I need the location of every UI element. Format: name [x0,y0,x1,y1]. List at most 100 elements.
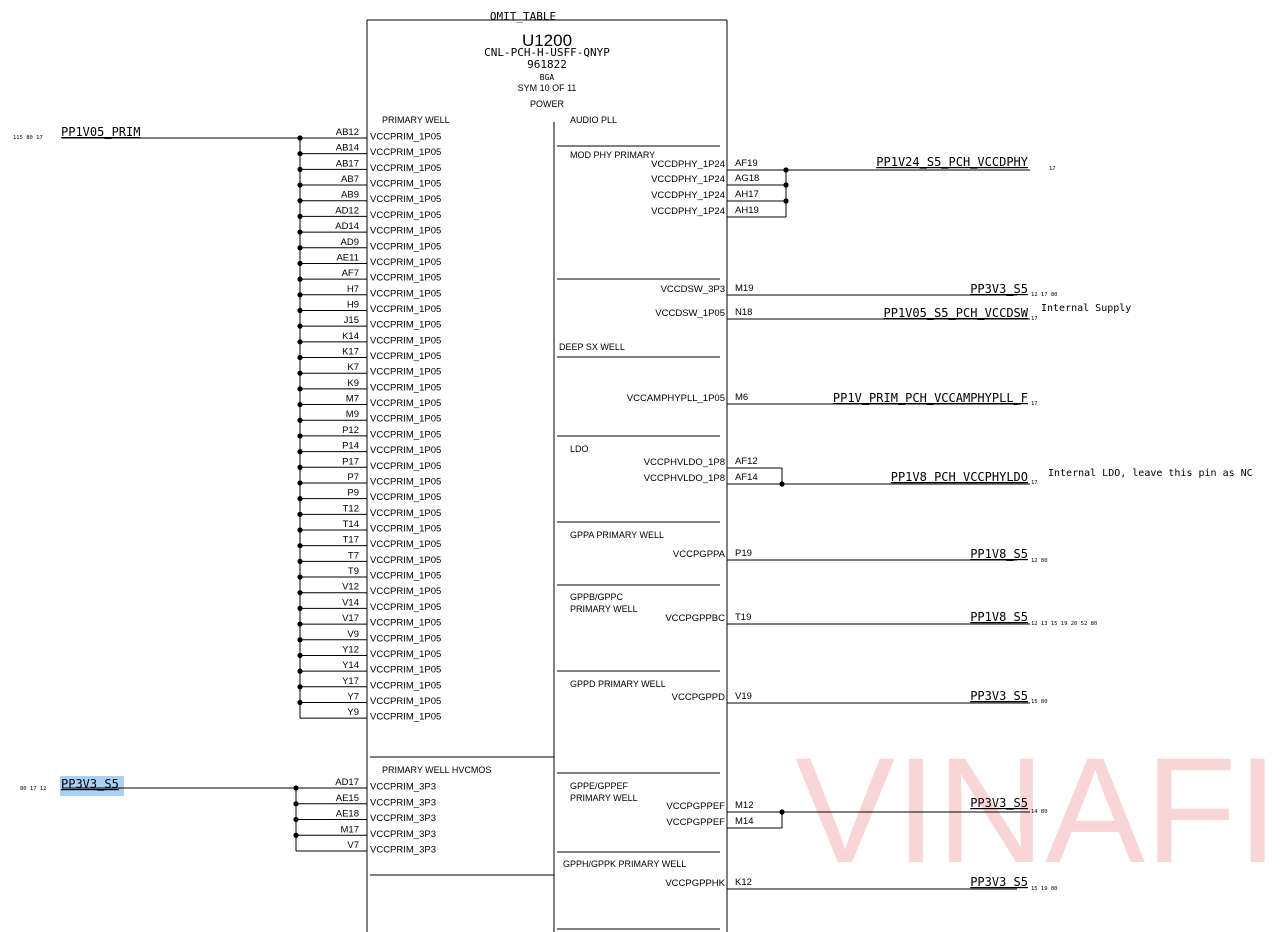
junction-dot [297,496,303,502]
junction-dot [297,605,303,612]
junction-dot [297,354,303,361]
pin-number: K17 [342,347,359,358]
component-function: POWER [530,99,565,109]
net-label: PP3V3_S5 [970,282,1028,296]
pin-number: N18 [735,307,752,318]
pin-name: VCCPRIM_1P05 [370,304,441,315]
pin-name: VCCPRIM_1P05 [370,147,441,158]
net-pages-pp1v05-prim: 115 80 17 [13,135,43,141]
net-label: PP3V3_S5 [970,875,1028,889]
pin-number: Y17 [342,676,359,687]
component-number: 961822 [527,58,567,71]
net-label-pp1v05-prim: PP1V05_PRIM [61,125,140,139]
net-pages: 12 17 80 [1031,292,1058,298]
component-part: CNL-PCH-H-USFF-QNYP [484,46,610,59]
section-title: GPPH/GPPK PRIMARY WELL [563,859,686,869]
pin-name: VCCPRIM_1P05 [370,414,441,425]
pin-number: AB12 [336,127,359,138]
pin-number: M12 [735,800,753,811]
junction-dot [297,558,303,564]
net-label: PP1V8_PCH_VCCPHYLDO [891,470,1028,484]
pin-number: AD9 [341,237,359,248]
net-pages: 17 [1049,166,1056,172]
junction-dot [779,809,785,815]
pin-name: VCCPRIM_1P05 [370,649,441,660]
pin-name: VCCPRIM_1P05 [370,226,441,237]
section-title: PRIMARY WELL [570,793,638,803]
junction-dot [783,167,789,173]
pin-name: VCCPRIM_1P05 [370,320,441,331]
pin-name: VCCDPHY_1P24 [651,190,725,201]
junction-dot [297,480,303,486]
junction-dot [297,543,303,549]
junction-dot [297,511,303,517]
pin-name: VCCPRIM_1P05 [370,288,441,299]
pin-name: VCCPGPPEF [666,801,725,812]
pin-name: VCCPRIM_1P05 [370,257,441,268]
pin-name: VCCPRIM_3P3 [370,829,436,840]
pin-number: AE15 [336,793,359,804]
net-pages: 17 [1031,401,1038,407]
junction-dot [297,652,303,659]
pin-name: VCCPHVLDO_1P8 [644,473,725,484]
pin-name: VCCPRIM_1P05 [370,492,441,503]
pin-name: VCCPRIM_1P05 [370,210,441,221]
pin-number: P7 [347,472,359,483]
component-package: BGA [540,73,555,82]
pin-name: VCCPRIM_1P05 [370,633,441,644]
pin-number: H9 [347,299,359,310]
pin-number: AD17 [335,777,359,788]
pin-name: VCCPRIM_1P05 [370,524,441,535]
pin-number: K9 [347,378,359,389]
pin-name: VCCPGPPHK [665,878,725,889]
pin-name: VCCPHVLDO_1P8 [644,457,725,468]
junction-dot [297,276,303,282]
pin-name: VCCPRIM_3P3 [370,797,436,808]
pin-number: T19 [735,612,751,623]
pin-name: VCCPRIM_1P05 [370,132,441,143]
junction-dot [297,260,303,267]
pin-number: AG18 [735,173,759,184]
pin-name: VCCPRIM_1P05 [370,382,441,393]
pin-number: AB9 [341,190,359,201]
section-title: MOD PHY PRIMARY [570,150,655,160]
junction-dot [297,151,303,157]
pin-name: VCCPRIM_1P05 [370,508,441,519]
pin-name: VCCPRIM_3P3 [370,845,436,856]
junction-dot [779,481,785,487]
pin-number: Y7 [347,691,359,702]
pin-number: P17 [342,456,359,467]
pin-name: VCCPRIM_1P05 [370,665,441,676]
pin-number: AF19 [735,158,758,169]
junction-dot [297,307,303,314]
junction-dot [297,198,303,204]
pin-name: VCCDPHY_1P24 [651,206,725,217]
pin-name: VCCPGPPEF [666,817,725,828]
pin-name: VCCPRIM_1P05 [370,618,441,629]
junction-dot [297,323,303,329]
net-pages: 15 80 [1031,699,1048,705]
pin-number: K14 [342,331,359,342]
junction-dot [297,668,303,674]
pin-name: VCCPRIM_1P05 [370,571,441,582]
section-title: GPPE/GPPEF [570,781,629,791]
pin-number: AE18 [336,809,359,820]
net-label: PP1V8_S5 [970,547,1028,561]
pin-number: AD14 [335,221,359,232]
pin-name: VCCPRIM_1P05 [370,335,441,346]
pin-name: VCCPRIM_1P05 [370,429,441,440]
pin-number: T14 [343,519,359,530]
pin-number: T12 [343,503,359,514]
pin-name: VCCPGPPD [672,692,725,703]
pin-name: VCCDPHY_1P24 [651,159,725,170]
net-label: PP1V8_S5 [970,610,1028,624]
junction-dot [293,801,299,807]
pin-number: V12 [342,582,359,593]
component-symbol: SYM 10 OF 11 [518,83,577,93]
junction-dot [293,816,299,823]
net-label: PP1V_PRIM_PCH_VCCAMPHYPLL_F [833,391,1028,405]
net-note: Internal Supply [1041,303,1131,314]
